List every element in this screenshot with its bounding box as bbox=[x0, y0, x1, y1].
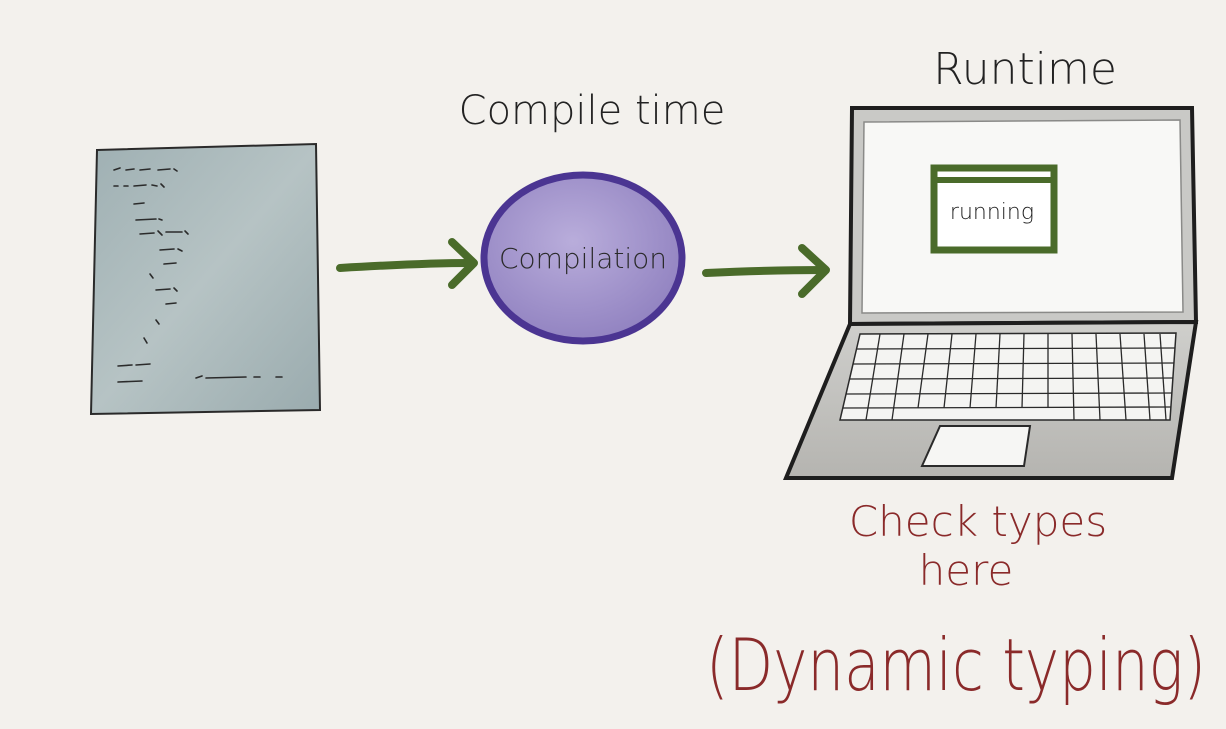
arrow-to-compilation bbox=[336, 238, 478, 289]
dynamic-typing-label: (Dynamic typing) bbox=[706, 623, 1206, 707]
check-types-label-line1: Check types bbox=[849, 497, 1107, 546]
check-types-label-line2: here bbox=[919, 546, 1014, 595]
compilation-bubble-icon: Compilation bbox=[480, 171, 686, 345]
compilation-label: Compilation bbox=[499, 242, 667, 275]
runtime-label: Runtime bbox=[933, 44, 1117, 95]
keyboard bbox=[839, 332, 1177, 421]
compile-time-label: Compile time bbox=[459, 88, 726, 134]
code-document-icon bbox=[89, 142, 322, 416]
arrow-to-runtime bbox=[702, 244, 830, 298]
trackpad bbox=[920, 425, 1032, 467]
laptop-icon: running bbox=[783, 106, 1199, 480]
code-scribble-lines bbox=[113, 167, 283, 383]
keyboard-keys bbox=[842, 333, 1176, 421]
running-label: running bbox=[950, 200, 1034, 225]
